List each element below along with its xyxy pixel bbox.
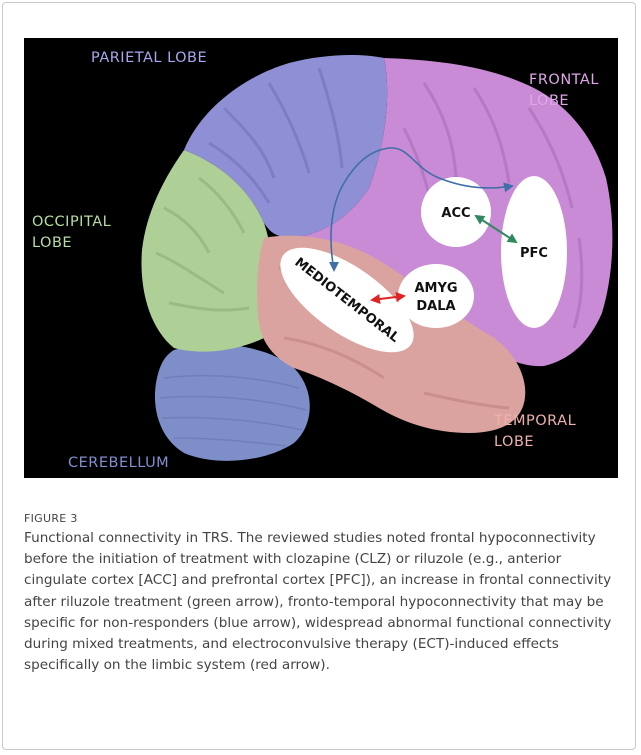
- amygdala-label-line1: AMYG: [414, 281, 457, 296]
- amygdala-region: [398, 264, 474, 328]
- brain-figure: PARIETAL LOBE FRONTAL LOBE OCCIPITAL LOB…: [24, 38, 618, 478]
- occipital-lobe-label-line2: LOBE: [32, 235, 72, 251]
- cerebellum-label: CEREBELLUM: [68, 455, 169, 471]
- amygdala-label-line2: DALA: [416, 299, 455, 314]
- pfc-label: PFC: [520, 246, 548, 261]
- temporal-lobe-label-line1: TEMPORAL: [493, 413, 576, 429]
- occipital-lobe-label-line1: OCCIPITAL: [32, 214, 111, 230]
- figure-number: FIGURE 3: [24, 512, 78, 525]
- frontal-lobe-label-line2: LOBE: [529, 93, 569, 109]
- acc-label: ACC: [441, 206, 470, 221]
- temporal-lobe-label-line2: LOBE: [494, 434, 534, 450]
- figure-caption: Functional connectivity in TRS. The revi…: [24, 528, 618, 676]
- frontal-lobe-label-line1: FRONTAL: [529, 72, 599, 88]
- parietal-lobe-label: PARIETAL LOBE: [91, 50, 207, 66]
- brain-diagram: PARIETAL LOBE FRONTAL LOBE OCCIPITAL LOB…: [24, 38, 618, 478]
